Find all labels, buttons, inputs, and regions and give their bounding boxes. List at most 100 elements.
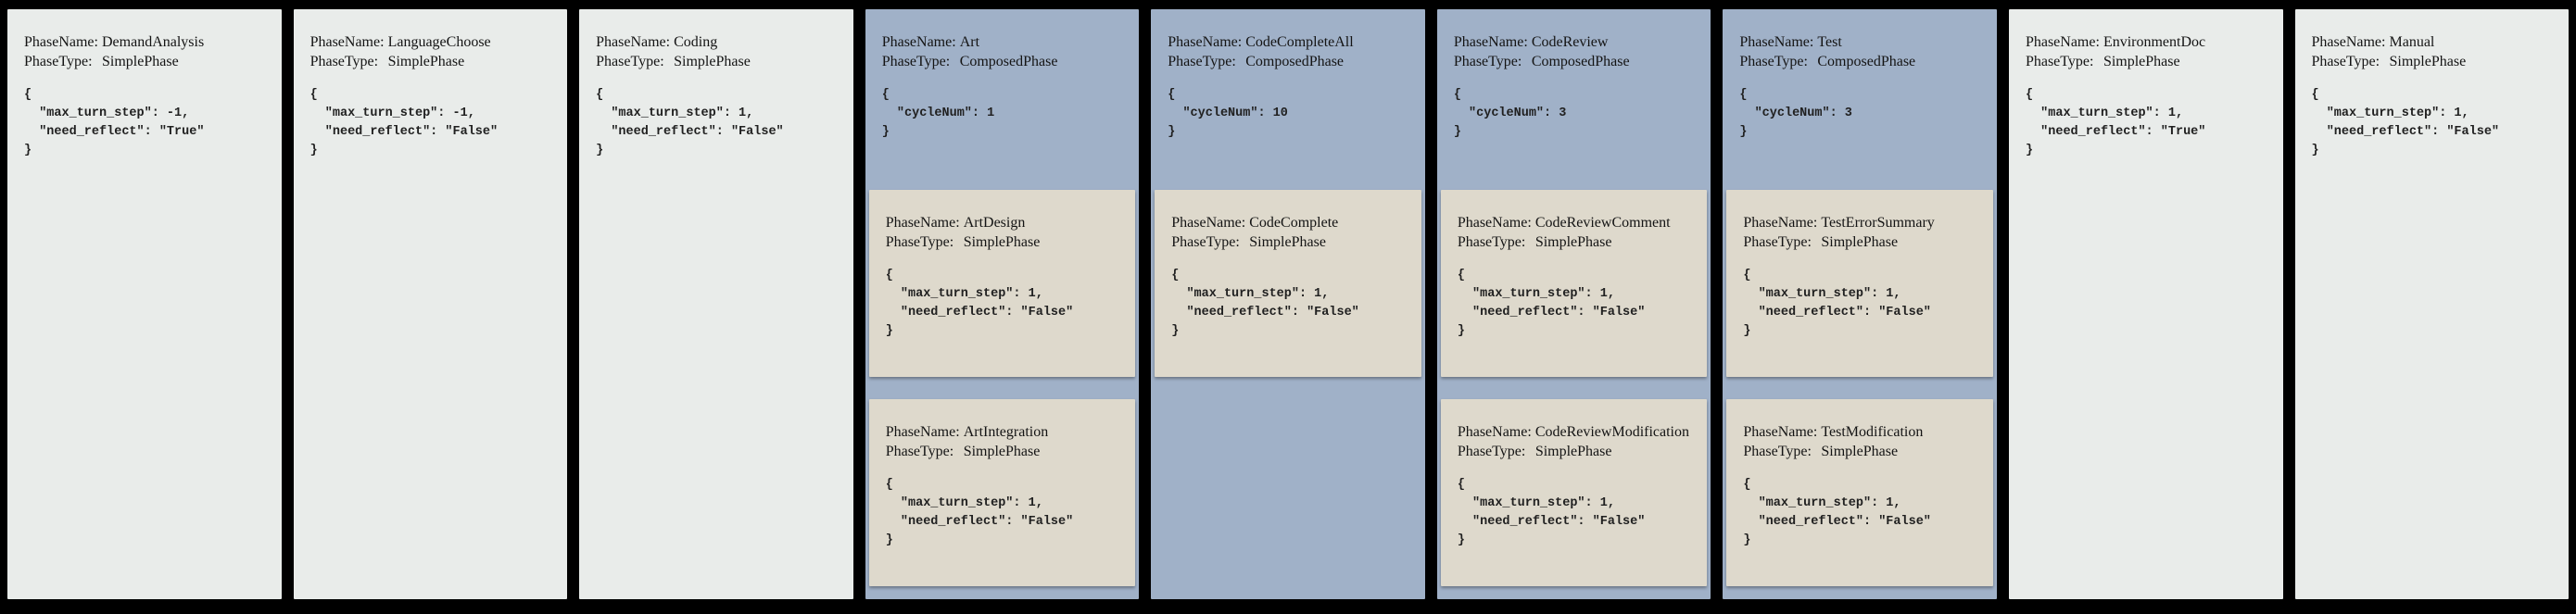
- phase-name-value: Manual: [2389, 34, 2435, 50]
- phase-config-json: { "max_turn_step": 1, "need_reflect": "F…: [1743, 478, 1931, 547]
- phase-type-row: PhaseType: SimplePhase: [886, 232, 1129, 252]
- phase-config-json: { "cycleNum": 3 }: [1453, 88, 1567, 139]
- phase-config-json: { "max_turn_step": 1, "need_reflect": "F…: [1457, 269, 1646, 338]
- phase-name-label: PhaseName:: [1743, 424, 1818, 440]
- phase-name-row: PhaseName:Art: [882, 32, 1132, 52]
- phase-name-value: DemandAnalysis: [102, 34, 205, 50]
- phase-name-label: PhaseName:: [2311, 34, 2386, 50]
- phase-type-label: PhaseType:: [1743, 234, 1812, 250]
- phase-column-languagechoose: PhaseName:LanguageChoose PhaseType: Simpl…: [293, 9, 568, 599]
- phase-name-label: PhaseName:: [596, 34, 671, 50]
- phase-name-label: PhaseName:: [309, 34, 385, 50]
- phase-name-label: PhaseName:: [1457, 424, 1532, 440]
- phase-type-label: PhaseType:: [1457, 234, 1526, 250]
- phase-name-row: PhaseName:Coding: [596, 32, 846, 52]
- phase-type-row: PhaseType:SimplePhase: [1743, 442, 1986, 461]
- phase-name-value: CodeReviewComment: [1534, 215, 1671, 231]
- phase-name-row: PhaseName:CodeReview: [1454, 32, 1704, 52]
- phase-name-value: TestErrorSummary: [1821, 215, 1935, 231]
- phase-config-json: { "max_turn_step": -1, "need_reflect": "…: [24, 88, 205, 157]
- phase-name-label: PhaseName:: [885, 424, 960, 440]
- phase-type-value: SimplePhase: [963, 444, 1041, 459]
- phase-type-value: ComposedPhase: [1245, 54, 1345, 69]
- phase-name-row: PhaseName:Test: [1739, 32, 1989, 52]
- phase-column-codecompleteall: PhaseName:CodeCompleteAll PhaseType:Comp…: [1151, 9, 1425, 599]
- subphase-card-codereviewcomment: PhaseName:CodeReviewComment PhaseType:Si…: [1440, 190, 1708, 377]
- phase-type-label: PhaseType:: [596, 54, 664, 69]
- phase-name-row: PhaseName:CodeReviewComment: [1458, 213, 1700, 232]
- phase-name-value: ArtDesign: [963, 215, 1026, 231]
- phase-card-codecompleteall: PhaseName:CodeCompleteAll PhaseType: Comp…: [1151, 9, 1425, 190]
- phase-config-json: { "max_turn_step": 1, "need_reflect": "F…: [1743, 269, 1931, 338]
- phase-type-row: PhaseType:SimplePhase: [1458, 232, 1700, 252]
- phase-config-json: { "max_turn_step": 1, "need_reflect": "T…: [2025, 88, 2206, 157]
- phase-card-environmentdoc: PhaseName:EnvironmentDoc PhaseType:Simpl…: [2009, 9, 2283, 190]
- phase-type-label: PhaseType:: [24, 54, 93, 69]
- phase-type-value: SimplePhase: [1821, 444, 1899, 459]
- phase-type-value: SimplePhase: [963, 234, 1041, 250]
- phase-name-value: LanguageChoose: [387, 34, 491, 50]
- phase-type-label: PhaseType:: [309, 54, 379, 69]
- phase-name-value: Coding: [674, 34, 718, 50]
- phase-type-value: SimplePhase: [674, 54, 751, 69]
- phase-type-row: PhaseType: ComposedPhase: [882, 52, 1132, 71]
- phase-name-value: CodeCompleteAll: [1245, 34, 1354, 50]
- phase-type-label: PhaseType:: [1457, 444, 1526, 459]
- phase-type-row: PhaseType: SimplePhase: [596, 52, 846, 71]
- phase-column-coding: PhaseName:Coding PhaseType: SimplePhase {…: [579, 9, 853, 599]
- subphase-card-testerrorsummary: PhaseName:TestErrorSummary PhaseType: Sim…: [1726, 190, 1993, 377]
- phase-name-label: PhaseName:: [1739, 34, 1814, 50]
- phase-name-label: PhaseName:: [881, 34, 956, 50]
- phase-type-label: PhaseType:: [885, 234, 954, 250]
- phase-name-label: PhaseName:: [24, 34, 98, 50]
- phase-name-value: CodeReview: [1531, 34, 1609, 50]
- phase-type-row: PhaseType: SimplePhase: [1743, 232, 1986, 252]
- phase-type-label: PhaseType:: [1739, 54, 1808, 69]
- phase-name-value: ArtIntegration: [963, 424, 1049, 440]
- phase-name-row: PhaseName:CodeComplete: [1171, 213, 1414, 232]
- phase-type-value: ComposedPhase: [959, 54, 1058, 69]
- phase-type-label: PhaseType:: [1171, 234, 1240, 250]
- phase-name-label: PhaseName:: [885, 215, 960, 231]
- phase-type-value: SimplePhase: [1249, 234, 1326, 250]
- phase-type-row: PhaseType: ComposedPhase: [1168, 52, 1418, 71]
- phase-card-art: PhaseName:Art PhaseType: ComposedPhase { …: [865, 9, 1140, 190]
- phase-config-json: { "max_turn_step": 1, "need_reflect": "F…: [885, 269, 1074, 338]
- phase-column-manual: PhaseName:Manual PhaseType:SimplePhase {…: [2294, 9, 2570, 599]
- phase-name-row: PhaseName:EnvironmentDoc: [2026, 32, 2276, 52]
- phase-config-json: { "max_turn_step": 1, "need_reflect": "F…: [1171, 269, 1359, 338]
- phase-name-row: PhaseName:TestErrorSummary: [1743, 213, 1986, 232]
- phase-config-json: { "cycleNum": 3 }: [1739, 88, 1852, 139]
- phase-type-label: PhaseType:: [1168, 54, 1236, 69]
- phase-name-row: PhaseName:ArtDesign: [886, 213, 1129, 232]
- phase-name-value: EnvironmentDoc: [2102, 34, 2206, 50]
- phase-name-row: PhaseName:CodeReviewModification: [1458, 422, 1700, 442]
- phase-card-codereview: PhaseName:CodeReview PhaseType:ComposedP…: [1437, 9, 1711, 190]
- phase-column-environmentdoc: PhaseName:EnvironmentDoc PhaseType:Simpl…: [2008, 9, 2283, 599]
- phase-type-label: PhaseType:: [881, 54, 951, 69]
- phase-column-test: PhaseName:Test PhaseType: ComposedPhase {…: [1723, 9, 1997, 599]
- subphase-card-testmodification: PhaseName:TestModification PhaseType:Sim…: [1726, 399, 1993, 586]
- phase-card-demandanalysis: PhaseName:DemandAnalysis PhaseType:Simpl…: [7, 9, 282, 190]
- phase-type-row: PhaseType: ComposedPhase: [1739, 52, 1989, 71]
- phase-type-value: ComposedPhase: [1817, 54, 1916, 69]
- phase-type-row: PhaseType:SimplePhase: [2312, 52, 2562, 71]
- phase-name-label: PhaseName:: [1168, 34, 1243, 50]
- phase-type-row: PhaseType:SimplePhase: [24, 52, 274, 71]
- phase-column-art: PhaseName:Art PhaseType:ComposedPhase { …: [865, 9, 1140, 599]
- phase-type-row: PhaseType:ComposedPhase: [1454, 52, 1704, 71]
- phase-name-value: Art: [959, 34, 980, 50]
- phase-config-json: { "max_turn_step": 1, "need_reflect": "F…: [885, 478, 1074, 547]
- phase-config-json: { "cycleNum": 1 }: [881, 88, 995, 139]
- phase-name-label: PhaseName:: [1457, 215, 1532, 231]
- phase-name-value: CodeComplete: [1249, 215, 1339, 231]
- phase-type-value: SimplePhase: [1821, 234, 1899, 250]
- phase-config-json: { "max_turn_step": 1, "need_reflect": "F…: [596, 88, 784, 157]
- phase-type-row: PhaseType:SimplePhase: [886, 442, 1129, 461]
- phase-type-value: SimplePhase: [387, 54, 465, 69]
- phase-name-label: PhaseName:: [1171, 215, 1246, 231]
- phase-column-codereview: PhaseName:CodeReview PhaseType:ComposedP…: [1436, 9, 1711, 599]
- phase-card-coding: PhaseName:Coding PhaseType: SimplePhase {…: [579, 9, 853, 190]
- phase-type-label: PhaseType:: [2311, 54, 2380, 69]
